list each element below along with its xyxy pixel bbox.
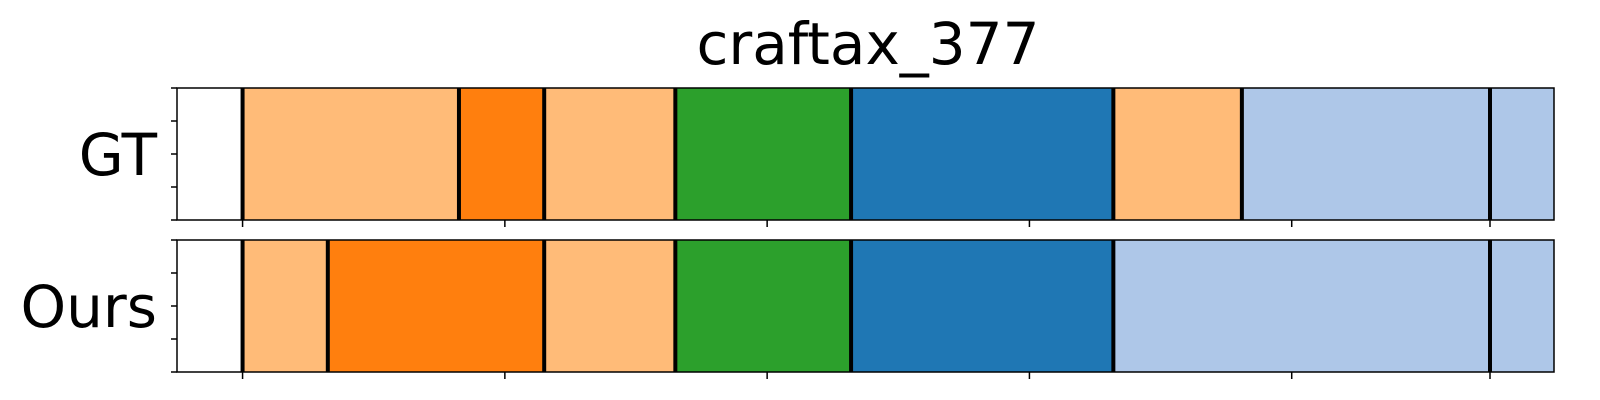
segment-ours-5 <box>1113 240 1554 372</box>
segment-ours-0 <box>242 240 328 372</box>
segment-gt-3 <box>675 88 852 220</box>
row-label-gt: GT <box>79 121 158 189</box>
panel-gt: GT <box>79 87 1555 227</box>
segment-gt-4 <box>851 88 1114 220</box>
segment-gt-2 <box>544 88 676 220</box>
segment-ours-4 <box>851 240 1114 372</box>
chart-title: craftax_377 <box>697 10 1040 78</box>
segment-gt-6 <box>1241 88 1554 220</box>
segment-gt-1 <box>458 88 545 220</box>
segment-ours-1 <box>327 240 545 372</box>
segment-gt-0 <box>242 88 459 220</box>
segment-ours-2 <box>544 240 676 372</box>
segment-gt-5 <box>1113 88 1242 220</box>
panel-ours: Ours <box>21 239 1555 379</box>
segment-ours-3 <box>675 240 852 372</box>
row-label-ours: Ours <box>21 273 157 341</box>
